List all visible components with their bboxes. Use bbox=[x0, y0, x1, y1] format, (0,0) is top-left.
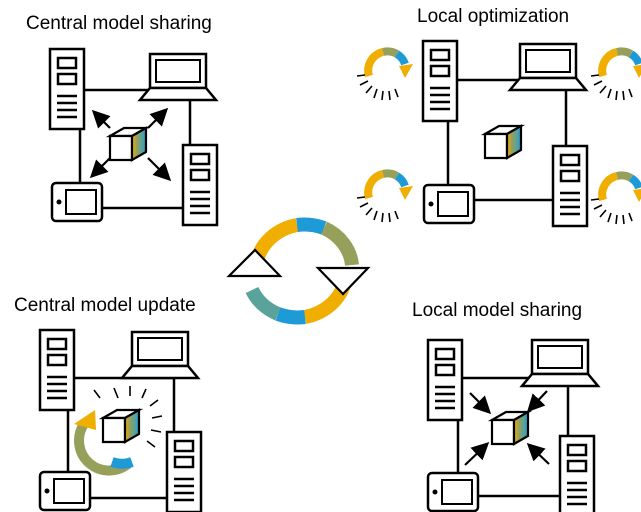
progress-ring-icon bbox=[357, 173, 413, 222]
server-icon bbox=[38, 328, 76, 412]
laptop-icon bbox=[138, 52, 218, 102]
laptop-icon bbox=[508, 42, 588, 92]
server-icon bbox=[165, 430, 203, 512]
progress-ring-icon bbox=[591, 175, 641, 224]
tablet-icon bbox=[50, 181, 104, 223]
panel-local-optimization bbox=[357, 39, 641, 228]
server-icon bbox=[48, 47, 86, 131]
server-icon bbox=[421, 39, 459, 123]
panel-central-model-update bbox=[38, 328, 203, 512]
tablet-icon bbox=[422, 183, 476, 225]
title-local-optimization: Local optimization bbox=[417, 6, 570, 27]
progress-ring-icon bbox=[591, 51, 641, 100]
panel-local-model-sharing bbox=[426, 338, 600, 512]
cube-icon bbox=[101, 408, 141, 444]
progress-ring-icon bbox=[357, 51, 413, 100]
server-icon bbox=[426, 338, 464, 422]
server-icon bbox=[558, 434, 596, 512]
server-icon bbox=[181, 143, 219, 227]
laptop-icon bbox=[520, 338, 600, 388]
cube-icon bbox=[483, 124, 523, 160]
title-local-model-sharing: Local model sharing bbox=[412, 300, 583, 321]
cycle-arrows-icon bbox=[226, 217, 371, 325]
title-central-model-sharing: Central model sharing bbox=[26, 13, 212, 34]
panel-central-model-sharing bbox=[48, 47, 219, 227]
tablet-icon bbox=[426, 471, 480, 512]
cube-icon bbox=[490, 410, 530, 446]
laptop-icon bbox=[120, 330, 200, 380]
server-icon bbox=[551, 144, 589, 228]
tablet-icon bbox=[38, 470, 92, 512]
title-central-model-update: Central model update bbox=[14, 295, 196, 316]
cube-icon bbox=[108, 126, 148, 162]
